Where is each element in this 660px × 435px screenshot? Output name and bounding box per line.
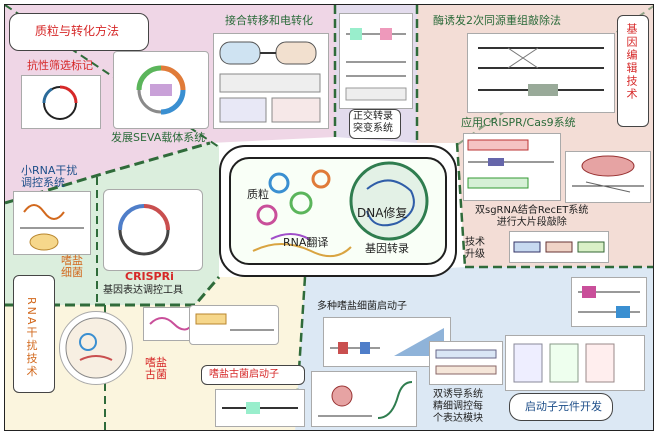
upgrade-label: 技术 升级 bbox=[465, 237, 485, 260]
crispr-figure bbox=[463, 133, 561, 201]
plasmid-ring-icon bbox=[42, 85, 78, 120]
promoter-dev-box bbox=[509, 393, 613, 421]
archaea-rnai-figure bbox=[189, 305, 279, 345]
sgrna-construct-icon bbox=[513, 241, 605, 253]
central-cell: 质粒 DNA修复 RNA翻译 基因转录 bbox=[219, 145, 457, 277]
plasmid-methods-box bbox=[9, 13, 149, 51]
rna-interference-box bbox=[13, 275, 55, 393]
marker-plasmid-figure bbox=[21, 75, 101, 129]
expression-module-icon bbox=[513, 343, 615, 383]
orthogonal-diagram-icon bbox=[345, 28, 407, 101]
crispri-title: CRISPRi bbox=[125, 270, 174, 283]
orthogonal-system-figure bbox=[339, 13, 413, 109]
archaea-rnai-icon bbox=[195, 313, 274, 331]
dual-induction-icon bbox=[435, 349, 497, 375]
conjugation-figure bbox=[213, 33, 329, 129]
recet-figure bbox=[565, 151, 651, 203]
rna-interference-label: RNA干扰技术 bbox=[25, 297, 38, 379]
recet-bottom-icon bbox=[578, 286, 640, 318]
archaea-promoter-label: 嗜盐古菌启动子 bbox=[209, 369, 279, 380]
marker-label: 抗性筛选标记 bbox=[27, 59, 93, 72]
seva-map-icon bbox=[136, 65, 186, 115]
cell-membrane: 质粒 DNA修复 RNA翻译 基因转录 bbox=[229, 157, 447, 265]
conjugation-cells-icon bbox=[219, 41, 321, 123]
gene-editing-side-label: 基因编辑技术 bbox=[625, 23, 638, 101]
archaea-promoter-icon bbox=[222, 402, 298, 414]
crispri-plasmid-icon bbox=[118, 204, 170, 256]
knockout-figure bbox=[467, 33, 615, 113]
crispri-subtitle: 基因表达调控工具 bbox=[103, 285, 183, 296]
crispr-cas9-icon bbox=[467, 139, 554, 189]
recet-complex-icon bbox=[572, 155, 644, 193]
recombination-icon bbox=[478, 47, 604, 96]
halophilic-archaea-label: 嗜盐 古菌 bbox=[145, 356, 167, 381]
seva-plasmid-figure bbox=[113, 51, 209, 129]
archaea-cell-figure bbox=[59, 311, 133, 385]
sgrna-construct-figure bbox=[509, 231, 609, 263]
plasmid-methods-title: 质粒与转化方法 bbox=[35, 24, 120, 38]
crispri-figure bbox=[103, 189, 203, 271]
gene-editing-side-box bbox=[617, 15, 649, 127]
recet-label: 双sgRNA结合RecET系统 进行大片段敲除 bbox=[475, 205, 589, 228]
archaea-promoter-box bbox=[201, 365, 305, 385]
dna-repair-label: DNA修复 bbox=[357, 206, 408, 220]
plasmid-label: 质粒 bbox=[247, 188, 269, 201]
promoter-dev-label: 启动子元件开发 bbox=[525, 400, 602, 413]
gene-transcription-label: 基因转录 bbox=[365, 242, 409, 255]
iptg-induction-icon bbox=[318, 381, 413, 419]
conjugation-label: 接合转移和电转化 bbox=[225, 14, 313, 27]
srna-figure bbox=[13, 191, 91, 255]
mutation-system-label: 正交转录 突变系统 bbox=[353, 111, 393, 134]
cell-contents-icon bbox=[252, 161, 429, 258]
knockout-label: 酶诱发2次同源重组敲除法 bbox=[433, 14, 561, 27]
expression-module-figure bbox=[505, 335, 645, 391]
archaea-cell-icon bbox=[65, 317, 127, 379]
crispr-label: 应用CRISPR/Cas9系统 bbox=[461, 116, 576, 129]
halophilic-bacteria-label: 嗜盐 细菌 bbox=[61, 254, 83, 279]
iptg-induction-figure bbox=[311, 371, 417, 427]
srna-hfq-icon bbox=[20, 204, 84, 251]
rna-translation-label: RNA翻译 bbox=[283, 236, 329, 249]
srna-label: 小RNA干扰 调控系统 bbox=[21, 164, 78, 189]
seva-label: 发展SEVA载体系统 bbox=[111, 131, 206, 144]
dual-induction-label: 双诱导系统 精细调控每 个表达模块 bbox=[433, 389, 483, 424]
archaea-detail-icon bbox=[149, 317, 195, 331]
dual-induction-figure bbox=[429, 341, 503, 385]
bacteria-promoter-label: 多种嗜盐细菌启动子 bbox=[317, 301, 407, 312]
recet-bottom-figure bbox=[571, 277, 647, 327]
mutation-system-box bbox=[349, 109, 401, 139]
archaea-promoter-figure bbox=[215, 389, 305, 427]
figure-frame: 质粒与转化方法 抗性筛选标记 发展SEVA载体系统 接合转移和电转化 bbox=[4, 4, 654, 431]
